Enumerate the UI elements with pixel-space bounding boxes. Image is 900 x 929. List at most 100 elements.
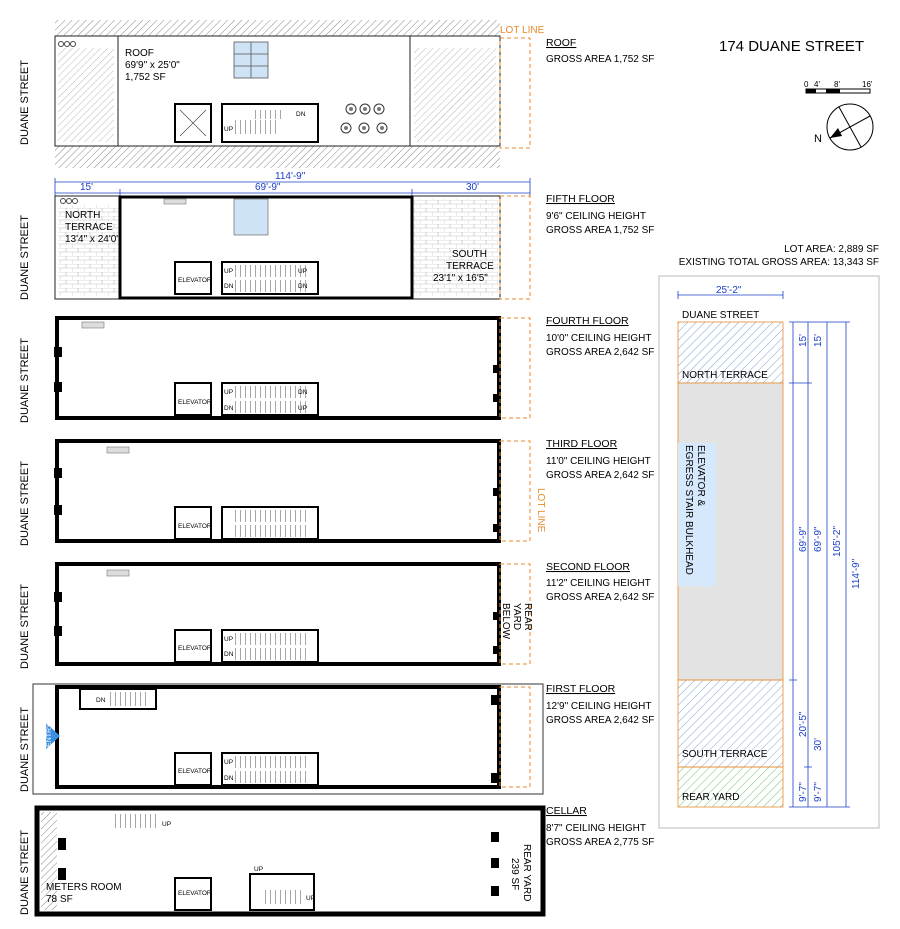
site-dim-j: 9'-7"	[813, 782, 824, 802]
scale-label-0: 0	[804, 80, 809, 89]
first-ceiling: 12'9" CEILING HEIGHT	[546, 701, 652, 712]
entry-arrow-icon	[46, 723, 60, 749]
street-label-third: DUANE STREET	[19, 461, 31, 546]
fourth-dn-2: DN	[298, 389, 308, 396]
third-gross: GROSS AREA 2,642 SF	[546, 470, 654, 481]
fourth-floor-plan: ELEVATOR UP DN DN UP	[54, 316, 531, 420]
north-terrace-3: 13'4" x 24'0"	[65, 234, 120, 245]
rear-yard-below-2: YARD	[511, 603, 522, 630]
cellar-up-2: UP	[306, 895, 315, 902]
scale-label-16: 16'	[862, 80, 873, 89]
scale-label-8: 8'	[834, 80, 840, 89]
dim-north: 15'	[80, 182, 93, 193]
roof-title: ROOF	[546, 37, 576, 49]
fifth-title: FIFTH FLOOR	[546, 193, 615, 205]
second-floor-plan: ELEVATOR UP DN REAR YARD BELOW	[54, 562, 533, 666]
overall-dimensions: 114'-9" 15' 69'-9" 30'	[54, 171, 531, 196]
north-label: N	[814, 133, 822, 145]
site-street: DUANE STREET	[682, 310, 759, 321]
fifth-dn-1: DN	[224, 283, 234, 290]
entry-label: ENTRY	[46, 723, 53, 747]
site-dim-d: 69'-9"	[813, 526, 824, 552]
sheet-title: 174 DUANE STREET	[719, 38, 864, 55]
third-ceiling: 11'0" CEILING HEIGHT	[546, 456, 651, 467]
first-dn-1: DN	[224, 775, 234, 782]
site-dim-c: 69'-9"	[798, 526, 809, 552]
third-lot-line: LOT LINE	[535, 488, 546, 533]
site-north-terrace: NORTH TERRACE	[682, 370, 768, 381]
fourth-dn-1: DN	[224, 405, 234, 412]
lot-area: LOT AREA: 2,889 SF	[784, 244, 879, 255]
roof-area: 1,752 SF	[125, 72, 166, 83]
fourth-up-2: UP	[298, 405, 307, 412]
first-gross: GROSS AREA 2,642 SF	[546, 715, 654, 726]
cellar-ceiling: 8'7" CEILING HEIGHT	[546, 823, 646, 834]
roof-plan: UP DN ROOF 69'9" x 25'0" 1,752 SF LOT LI…	[54, 20, 545, 168]
existing-gross-area: EXISTING TOTAL GROSS AREA: 13,343 SF	[679, 257, 879, 268]
scale-label-4: 4'	[814, 80, 820, 89]
south-terrace-2: TERRACE	[446, 261, 494, 272]
cellar-rear-yard-area: 239 SF	[509, 858, 520, 890]
street-label-roof: DUANE STREET	[19, 60, 31, 145]
fifth-floor-plan: ELEVATOR UP DN UP DN NORTH TERRACE 13'4"…	[54, 195, 531, 300]
fourth-title: FOURTH FLOOR	[546, 315, 629, 327]
street-label-fourth: DUANE STREET	[19, 338, 31, 423]
north-terrace-1: NORTH	[65, 210, 100, 221]
north-terrace-2: TERRACE	[65, 222, 113, 233]
cellar-elevator: ELEVATOR	[178, 890, 212, 897]
rear-yard-below-1: REAR	[522, 603, 533, 631]
site-dim-e: 105'-2"	[832, 526, 843, 557]
site-width: 25'-2"	[716, 285, 742, 296]
site-diagram: 25'-2" DUANE STREET NORTH TERRACE ELEVAT…	[658, 275, 880, 829]
fourth-gross: GROSS AREA 2,642 SF	[546, 347, 654, 358]
south-terrace-3: 23'1" x 16'5"	[433, 273, 488, 284]
cellar-up-1: UP	[254, 866, 263, 873]
third-floor-plan: ELEVATOR LOT LINE	[54, 439, 546, 543]
second-ceiling: 11'2" CEILING HEIGHT	[546, 578, 651, 589]
cellar-title: CELLAR	[546, 805, 587, 817]
cellar-rear-yard: REAR YARD	[521, 844, 532, 901]
first-title: FIRST FLOOR	[546, 683, 616, 695]
site-south-terrace: SOUTH TERRACE	[682, 749, 768, 760]
south-terrace-1: SOUTH	[452, 249, 487, 260]
roof-stair-dn: DN	[296, 111, 306, 118]
cellar-gross: GROSS AREA 2,775 SF	[546, 837, 654, 848]
bulkhead-1: ELEVATOR &	[695, 445, 706, 506]
site-rear-yard: REAR YARD	[682, 792, 739, 803]
second-up-1: UP	[224, 636, 233, 643]
street-label-second: DUANE STREET	[19, 584, 31, 669]
street-label-fifth: DUANE STREET	[19, 215, 31, 300]
cellar-plan: UP ELEVATOR UP UP METERS ROOM 78 SF REAR…	[34, 805, 546, 917]
site-dim-b: 15'	[813, 334, 824, 347]
fifth-elevator: ELEVATOR	[178, 277, 212, 284]
street-label-first: DUANE STREET	[19, 707, 31, 792]
fifth-ceiling: 9'6" CEILING HEIGHT	[546, 211, 646, 222]
fifth-gross: GROSS AREA 1,752 SF	[546, 225, 654, 236]
first-up-1: UP	[224, 759, 233, 766]
first-elevator: ELEVATOR	[178, 768, 212, 775]
site-dim-a: 15'	[798, 334, 809, 347]
second-gross: GROSS AREA 2,642 SF	[546, 592, 654, 603]
roof-gross: GROSS AREA 1,752 SF	[546, 54, 654, 65]
fifth-dn-2: DN	[298, 283, 308, 290]
cellar-up-top: UP	[162, 821, 171, 828]
site-dim-g: 20'-5"	[798, 711, 809, 737]
north-arrow-icon: N	[814, 103, 874, 151]
meters-room-area: 78 SF	[46, 894, 73, 905]
roof-lot-line: LOT LINE	[500, 25, 545, 36]
second-elevator: ELEVATOR	[178, 645, 212, 652]
roof-dims: 69'9" x 25'0"	[125, 60, 180, 71]
bulkhead-2: EGRESS STAIR BULKHEAD	[683, 445, 694, 575]
first-floor-plan: DN ELEVATOR UP DN ENTRY	[32, 683, 544, 795]
roof-stair-up: UP	[224, 126, 233, 133]
site-dim-i: 9'-7"	[798, 782, 809, 802]
fifth-up-1: UP	[224, 268, 233, 275]
fifth-up-2: UP	[298, 268, 307, 275]
meters-room-label: METERS ROOM	[46, 882, 122, 893]
second-title: SECOND FLOOR	[546, 561, 630, 573]
second-dn-1: DN	[224, 651, 234, 658]
dim-total: 114'-9"	[275, 171, 306, 182]
dim-middle: 69'-9"	[255, 182, 281, 193]
rear-yard-below-3: BELOW	[500, 603, 511, 640]
